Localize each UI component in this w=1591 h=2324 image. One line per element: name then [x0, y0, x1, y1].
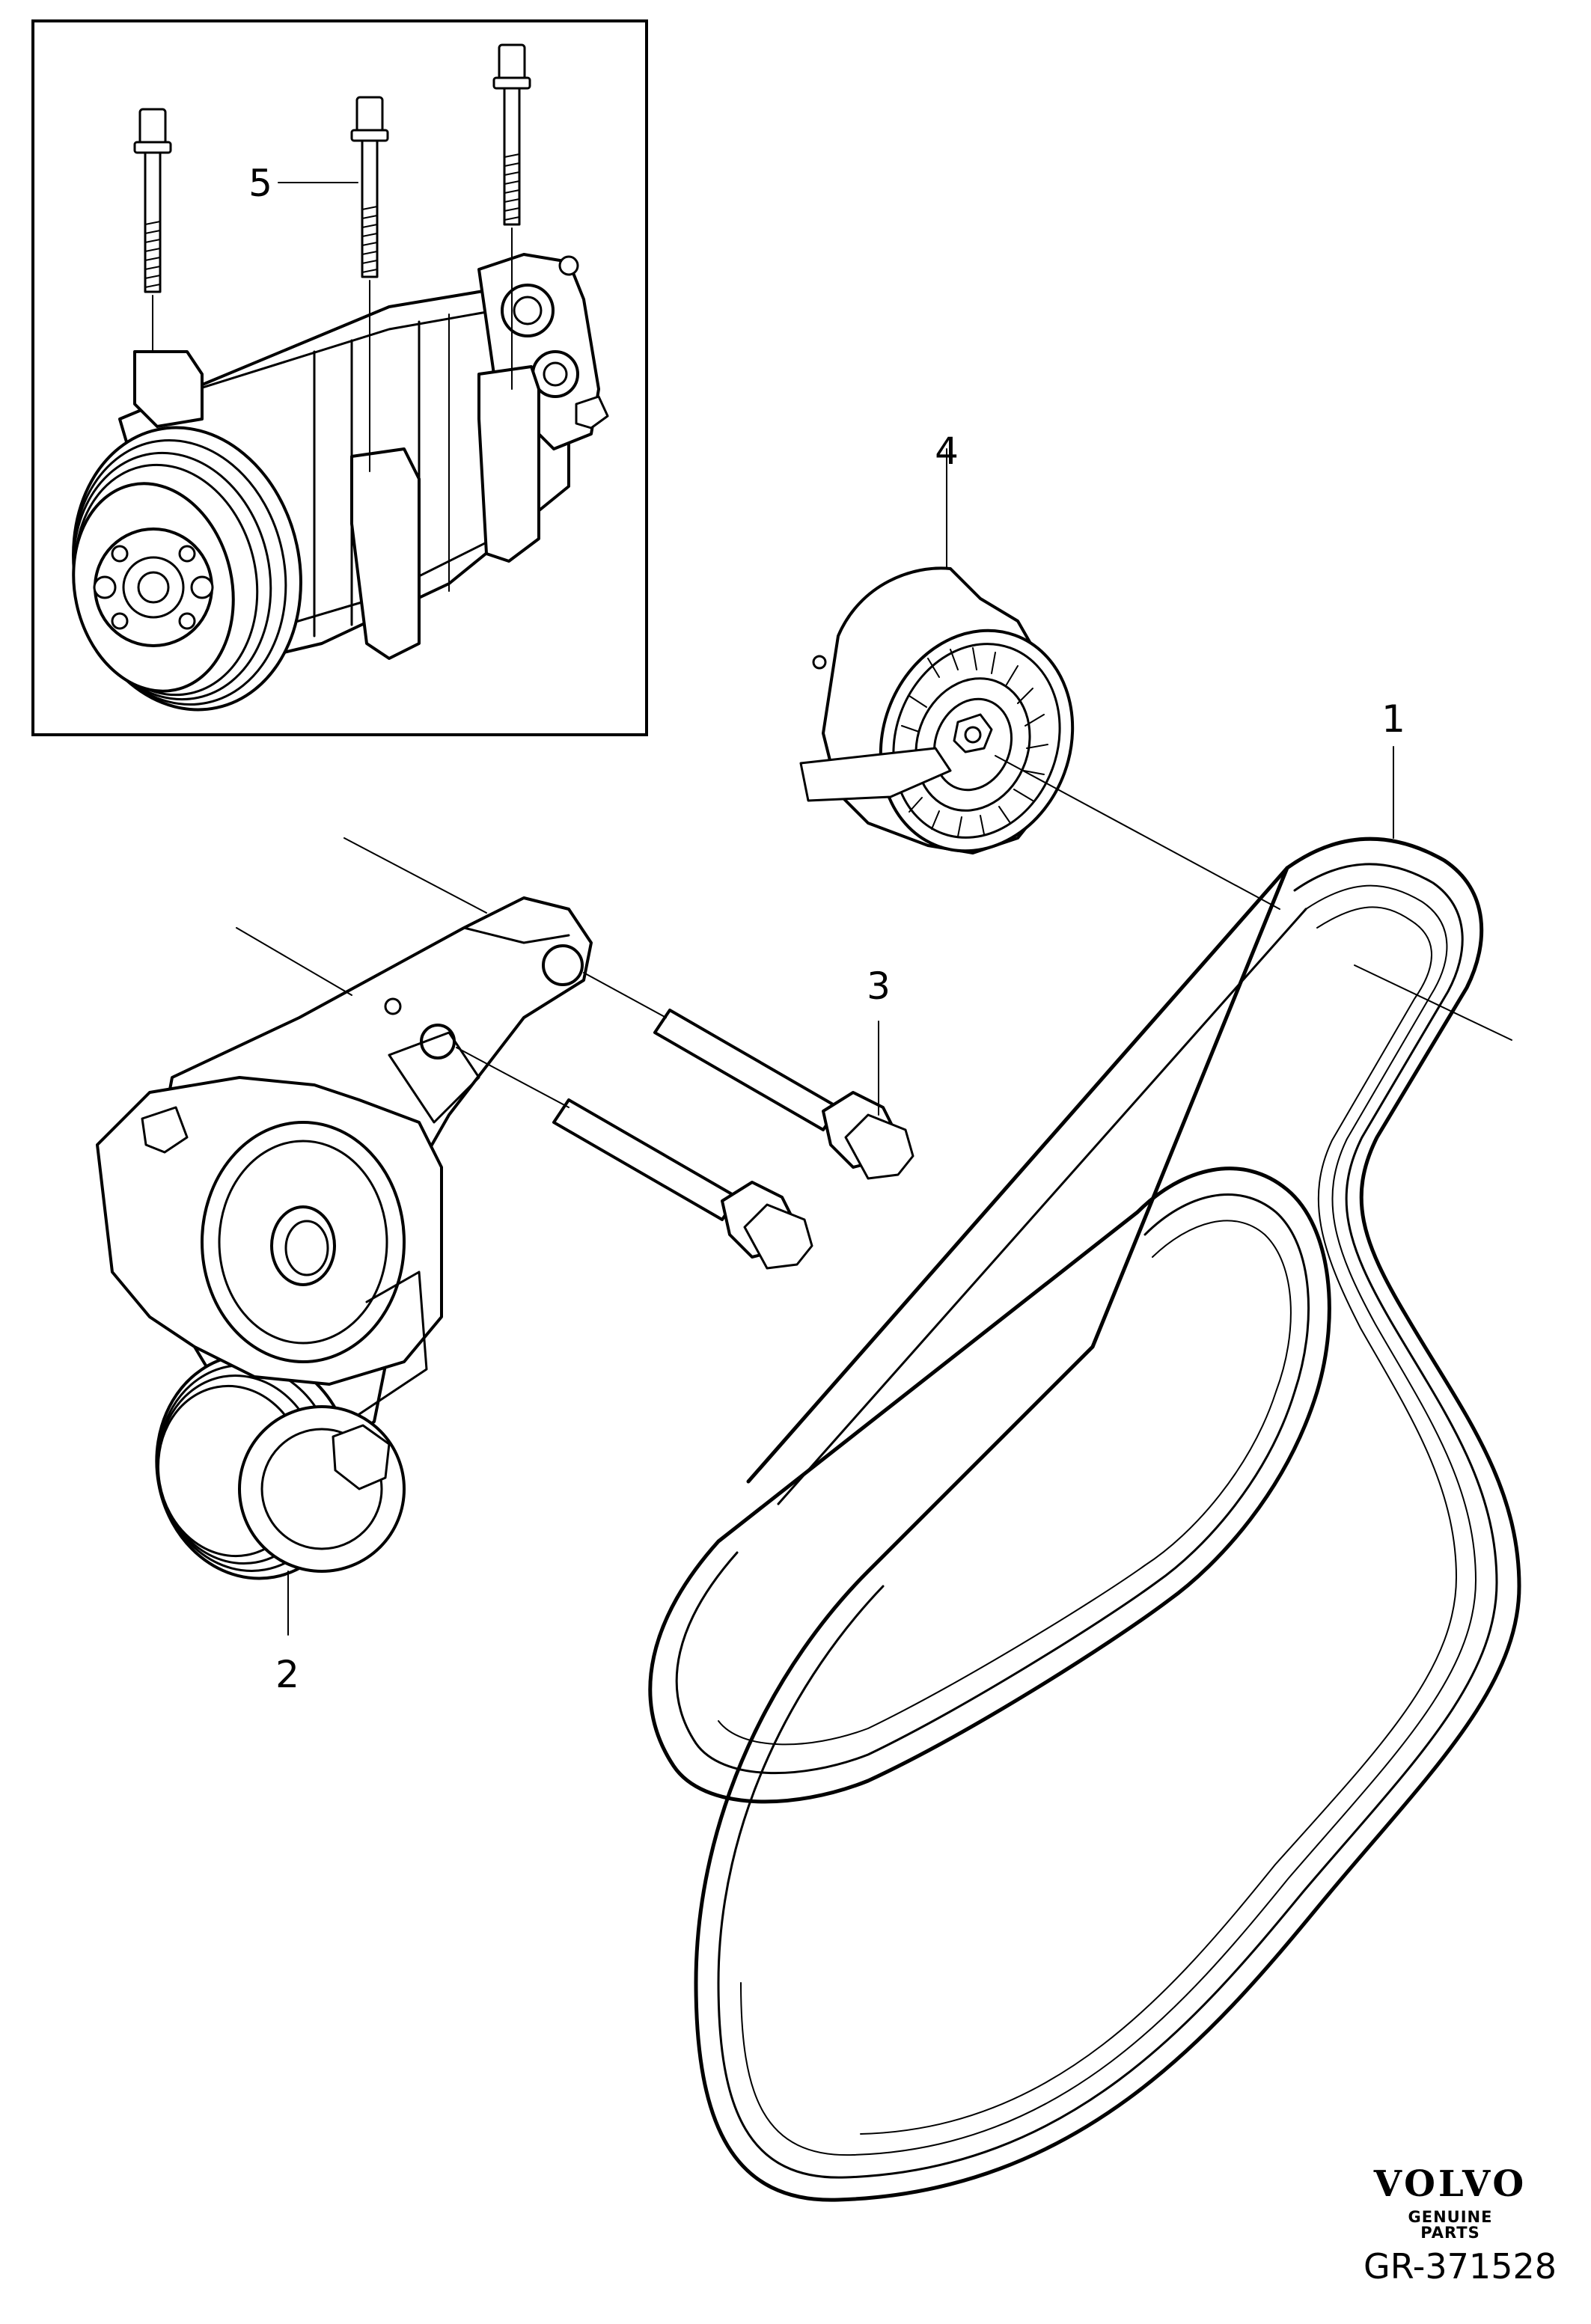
callout-1: 1 [1381, 697, 1405, 741]
compressor-bolt [492, 43, 531, 390]
compressor-illustration [72, 253, 609, 712]
callout-4: 4 [935, 429, 959, 473]
belt-tensioner [96, 896, 593, 1580]
idler-pulley [799, 566, 1075, 854]
genuine-parts-label: GENUINE PARTS [1408, 2208, 1493, 2242]
volvo-logo: VOLVO [1373, 2163, 1527, 2205]
callout-3: 3 [867, 964, 891, 1008]
leader-lines [236, 182, 1512, 1636]
compressor-bolt [350, 96, 389, 472]
serpentine-belt [648, 837, 1521, 2202]
compressor-bolt [133, 108, 172, 352]
tensioner-bolt [552, 1098, 813, 1270]
callout-2: 2 [275, 1653, 299, 1696]
diagram-reference-number: GR-371528 [1364, 2246, 1557, 2287]
tensioner-bolt [653, 1009, 914, 1180]
callout-5: 5 [248, 162, 272, 205]
inset-frame [31, 19, 648, 736]
